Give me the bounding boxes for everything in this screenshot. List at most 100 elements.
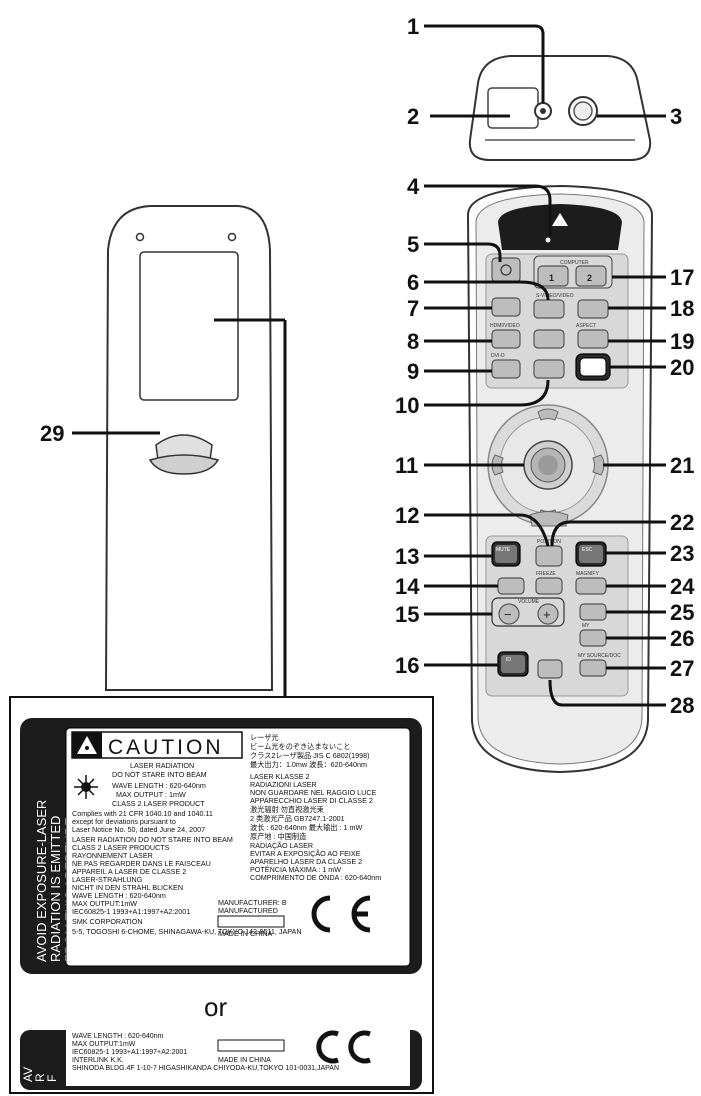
callout-1: 1 [407, 14, 419, 39]
callout-14: 14 [395, 574, 420, 599]
cursor-up-button[interactable] [537, 408, 559, 421]
address: 5-5, TOGOSHI 6-CHOME, SHINAGAWA-KU, TOKY… [72, 927, 302, 936]
class2-product: CLASS 2 LASER PRODUCT [112, 799, 205, 808]
volume-up-button[interactable] [537, 603, 559, 625]
caution-heading: CAUTION [108, 736, 224, 759]
jp-line-2: ビーム光をのぞき込まないこと [250, 742, 350, 751]
svg-text:ESC: ESC [582, 547, 593, 553]
or-text: or [204, 992, 227, 1022]
it-line-1: LASER KLASSE 2 [250, 772, 310, 781]
aspect-button[interactable] [577, 329, 609, 349]
pt-line-3: APARELHO LASER DA CLASSE 2 [250, 857, 362, 866]
callout-21: 21 [670, 453, 694, 478]
company: SMK CORPORATION [72, 917, 143, 926]
b-company: INTERLINK K.K. [72, 1057, 124, 1064]
dvi-button[interactable] [491, 359, 521, 379]
my-button-2[interactable] [537, 659, 563, 679]
svg-text:POSITION: POSITION [537, 539, 561, 545]
iec-line: IEC60825-1 1993+A1:1997+A2:2001 [72, 907, 190, 916]
cn-line-3: 波长 : 620-640nm 最大输出 : 1 mW [250, 823, 362, 832]
de-line-1: LASER-STRAHLUNG [72, 875, 143, 884]
indicator-led [545, 237, 551, 243]
svg-text:ID: ID [506, 657, 511, 663]
volume-group [491, 597, 565, 627]
callout-13: 13 [395, 544, 419, 569]
callout-numbers: 1 2 3 4 5 6 7 8 9 10 11 12 13 14 15 16 1… [40, 14, 695, 718]
remote-front-view: COMPUTER 1 2 S-VIDEO/VIDEO HDMI/VIDEO AS… [466, 184, 654, 774]
freeze-button[interactable] [535, 577, 563, 595]
manufactured: MANUFACTURED [218, 906, 278, 915]
callout-24: 24 [670, 574, 695, 599]
b-side-3: F [45, 1075, 59, 1082]
jp-line-1: レーザ光 [250, 733, 279, 742]
position-button[interactable] [535, 545, 563, 567]
pt-line-1: RADIAÇÃO LASER [250, 841, 313, 850]
keystone-button[interactable] [497, 577, 525, 595]
hdmi-button[interactable] [491, 329, 521, 349]
svideo-button[interactable] [533, 299, 565, 319]
my-button-1[interactable] [579, 629, 607, 647]
component-button[interactable] [491, 297, 521, 317]
video-button[interactable] [533, 329, 565, 349]
svg-text:S-VIDEO/VIDEO: S-VIDEO/VIDEO [536, 293, 574, 299]
blank-button[interactable] [533, 359, 565, 379]
en-line-1: LASER RADIATION DO NOT STARE INTO BEAM [72, 835, 233, 844]
b-made-in: MADE IN CHINA [218, 1057, 271, 1064]
fr-line-3: APPAREIL A LASER DE CLASSE 2 [72, 867, 186, 876]
computer-2-label: 2 [587, 273, 592, 283]
b-wave: WAVE LENGTH : 620-640nm [72, 1033, 164, 1040]
svg-text:ASPECT: ASPECT [576, 323, 596, 329]
callout-8: 8 [407, 329, 419, 354]
side-text-2: RADIATION IS EMITTED [48, 816, 63, 962]
cursor-right-button[interactable] [592, 454, 605, 476]
menu-button[interactable] [529, 511, 569, 527]
callout-2: 2 [407, 104, 419, 129]
notice: Laser Notice No. 50, dated June 24, 2007 [72, 825, 205, 834]
callout-9: 9 [407, 359, 419, 384]
search-button[interactable] [577, 299, 609, 319]
my-source-button[interactable] [579, 659, 607, 677]
magnify-off-button[interactable] [579, 603, 607, 621]
callout-4: 4 [407, 174, 420, 199]
cn-line-4: 原产地 : 中国制造 [250, 832, 306, 841]
svg-text:MUTE: MUTE [496, 547, 511, 553]
svg-text:DVI-D: DVI-D [491, 353, 505, 359]
standby-button[interactable] [491, 257, 521, 283]
computer-1-button[interactable] [537, 265, 569, 287]
power-icon [500, 264, 512, 276]
callout-29: 29 [40, 421, 64, 446]
volume-plus-label: + [543, 607, 551, 622]
b-address: SHINODA BLDG.4F 1-10-7 HIGASHIKANDA CHIY… [72, 1065, 339, 1072]
svg-text:HDMI/VIDEO: HDMI/VIDEO [490, 323, 520, 329]
svg-text:MAGNIFY: MAGNIFY [576, 571, 599, 577]
callout-17: 17 [670, 265, 694, 290]
side-text-1: AVOID EXPOSURE-LASER [34, 800, 49, 962]
laser-window [487, 87, 539, 129]
label-area [139, 251, 239, 401]
it-line-4: APPARECCHIO LASER DI CLASSE 2 [250, 796, 373, 805]
callout-7: 7 [407, 296, 419, 321]
volume-down-button[interactable] [498, 603, 520, 625]
magnify-on-button[interactable] [575, 577, 607, 595]
remote-back-view [104, 205, 274, 691]
laser-starburst-icon [74, 775, 98, 799]
b-max: MAX OUTPUT:1mW [72, 1041, 136, 1048]
leader-lines [72, 24, 666, 707]
callout-3: 3 [670, 104, 682, 129]
laser-label-box: AVOID EXPOSURE-LASER RADIATION IS EMITTE… [9, 696, 434, 1094]
volume-minus-label: − [504, 607, 512, 622]
computer-1-label: 1 [549, 273, 554, 283]
callout-26: 26 [670, 626, 694, 651]
ce-mark-b-icon [316, 1030, 371, 1064]
jp-line-3: クラス2レーザ製品 JIS C 6802(1998) [250, 751, 370, 760]
computer-2-button[interactable] [575, 265, 607, 287]
de-line-3: WAVE LENGTH : 620-640nm [72, 891, 166, 900]
cn-line-2: 2 类激光产品 GB7247.1-2001 [250, 814, 345, 823]
laser-radiation: LASER RADIATION [130, 761, 194, 770]
callout-23: 23 [670, 541, 694, 566]
de-line-4: MAX OUTPUT:1mW [72, 899, 137, 908]
wave-length: WAVE LENGTH : 620-640nm [112, 781, 206, 790]
b-side-1: AV [21, 1067, 35, 1082]
svg-text:COMPUTER: COMPUTER [560, 260, 589, 266]
battery-cover-latch[interactable] [155, 434, 213, 461]
